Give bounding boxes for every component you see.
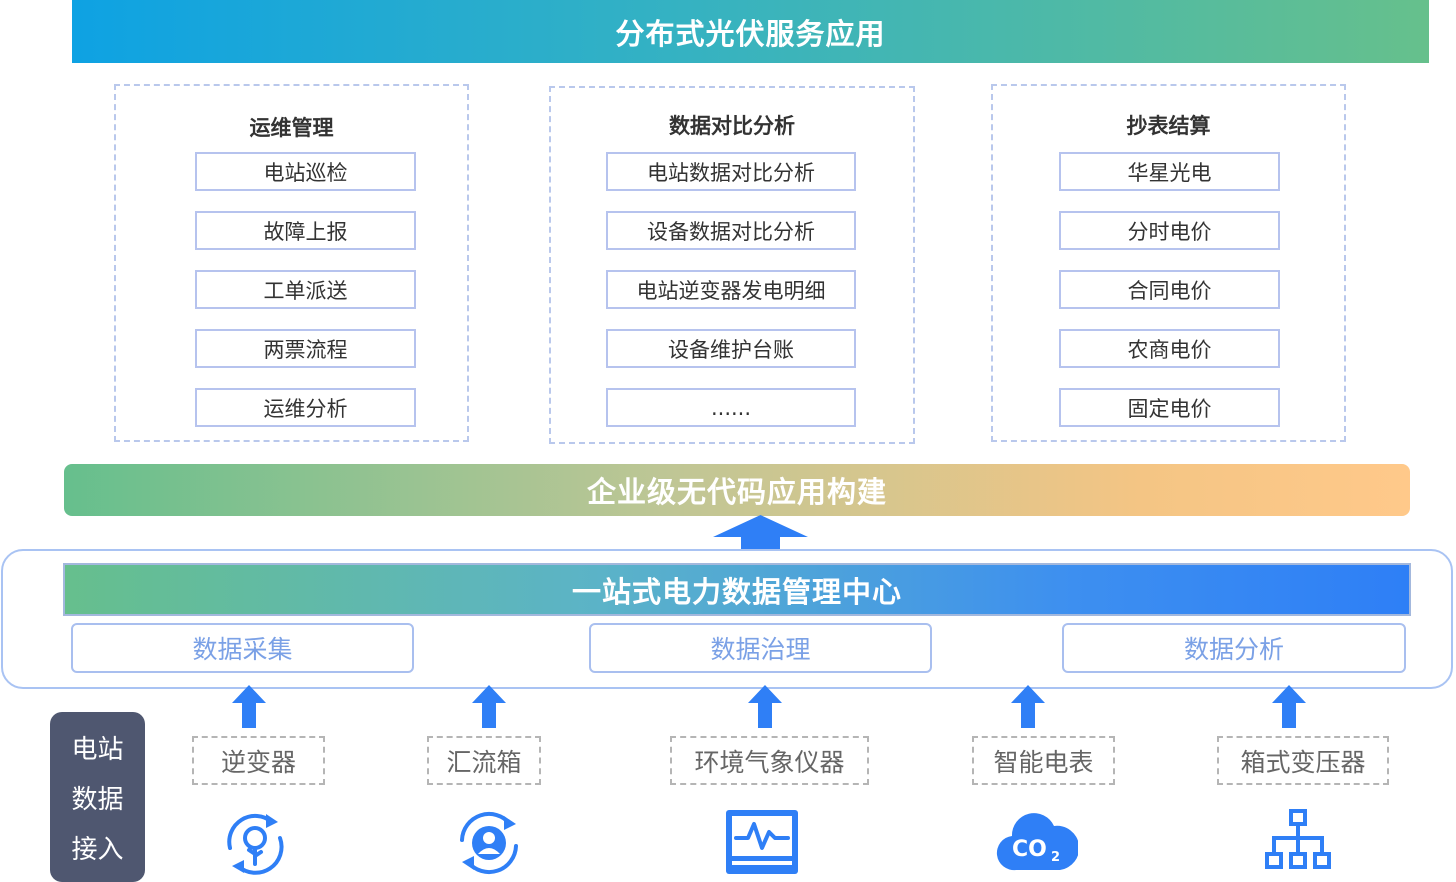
co2-cloud-icon: CO 2 [996, 813, 1078, 871]
panel-item[interactable]: 分时电价 [1059, 211, 1280, 250]
up-arrow-icon [748, 685, 782, 728]
center-banner-title: 一站式电力数据管理中心 [571, 574, 902, 609]
tree-cycle-icon [227, 813, 284, 875]
panel-item[interactable]: 固定电价 [1059, 388, 1280, 427]
center-item-governance[interactable]: 数据治理 [589, 623, 932, 673]
side-label-line: 数据 [71, 784, 124, 815]
device-weather-instrument[interactable]: 环境气象仪器 [670, 736, 869, 785]
panel-operations: 运维管理 电站巡检 故障上报 工单派送 两票流程 运维分析 [114, 84, 469, 442]
panel-item[interactable]: 华星光电 [1059, 152, 1280, 191]
center-banner: 一站式电力数据管理中心 [63, 563, 1411, 616]
up-arrow-icon [1011, 685, 1045, 728]
monitor-waveform-icon [726, 810, 798, 874]
side-label-line: 接入 [71, 834, 124, 865]
hierarchy-network-icon [1265, 809, 1331, 869]
top-banner: 分布式光伏服务应用 [72, 0, 1429, 63]
center-item-analysis[interactable]: 数据分析 [1062, 623, 1406, 673]
user-cycle-icon [460, 811, 518, 875]
up-arrow-icon [232, 685, 266, 728]
up-arrow-icon [1272, 685, 1306, 728]
center-item-collection[interactable]: 数据采集 [71, 623, 414, 673]
panel-item[interactable]: 农商电价 [1059, 329, 1280, 368]
panel-title: 运维管理 [249, 116, 334, 140]
panel-item[interactable]: 设备维护台账 [606, 329, 856, 368]
top-banner-title: 分布式光伏服务应用 [615, 16, 886, 51]
svg-text:2: 2 [1051, 850, 1060, 865]
panel-item[interactable]: 故障上报 [195, 211, 416, 250]
panel-item[interactable]: 运维分析 [195, 388, 416, 427]
panel-item[interactable]: 电站逆变器发电明细 [606, 270, 856, 309]
device-smart-meter[interactable]: 智能电表 [972, 736, 1115, 785]
mid-banner: 企业级无代码应用构建 [64, 464, 1410, 516]
panel-item[interactable]: ...... [606, 388, 856, 427]
panel-item[interactable]: 设备数据对比分析 [606, 211, 856, 250]
up-arrow-icon [472, 685, 506, 728]
panel-item[interactable]: 电站巡检 [195, 152, 416, 191]
device-combiner-box[interactable]: 汇流箱 [427, 736, 541, 785]
mid-banner-title: 企业级无代码应用构建 [586, 475, 887, 509]
svg-text:CO: CO [1012, 837, 1047, 862]
panel-item[interactable]: 两票流程 [195, 329, 416, 368]
up-arrow-icon [713, 515, 808, 563]
device-box-transformer[interactable]: 箱式变压器 [1217, 736, 1389, 785]
panel-item[interactable]: 电站数据对比分析 [606, 152, 856, 191]
side-label-line: 电站 [71, 734, 124, 765]
panel-item[interactable]: 合同电价 [1059, 270, 1280, 309]
device-inverter[interactable]: 逆变器 [192, 736, 325, 785]
panel-item[interactable]: 工单派送 [195, 270, 416, 309]
side-label: 电站 数据 接入 [50, 712, 145, 882]
panel-data-comparison: 数据对比分析 电站数据对比分析 设备数据对比分析 电站逆变器发电明细 设备维护台… [549, 86, 915, 444]
panel-title: 数据对比分析 [669, 114, 795, 138]
panel-title: 抄表结算 [1126, 114, 1211, 138]
panel-meter-settlement: 抄表结算 华星光电 分时电价 合同电价 农商电价 固定电价 [991, 84, 1346, 442]
